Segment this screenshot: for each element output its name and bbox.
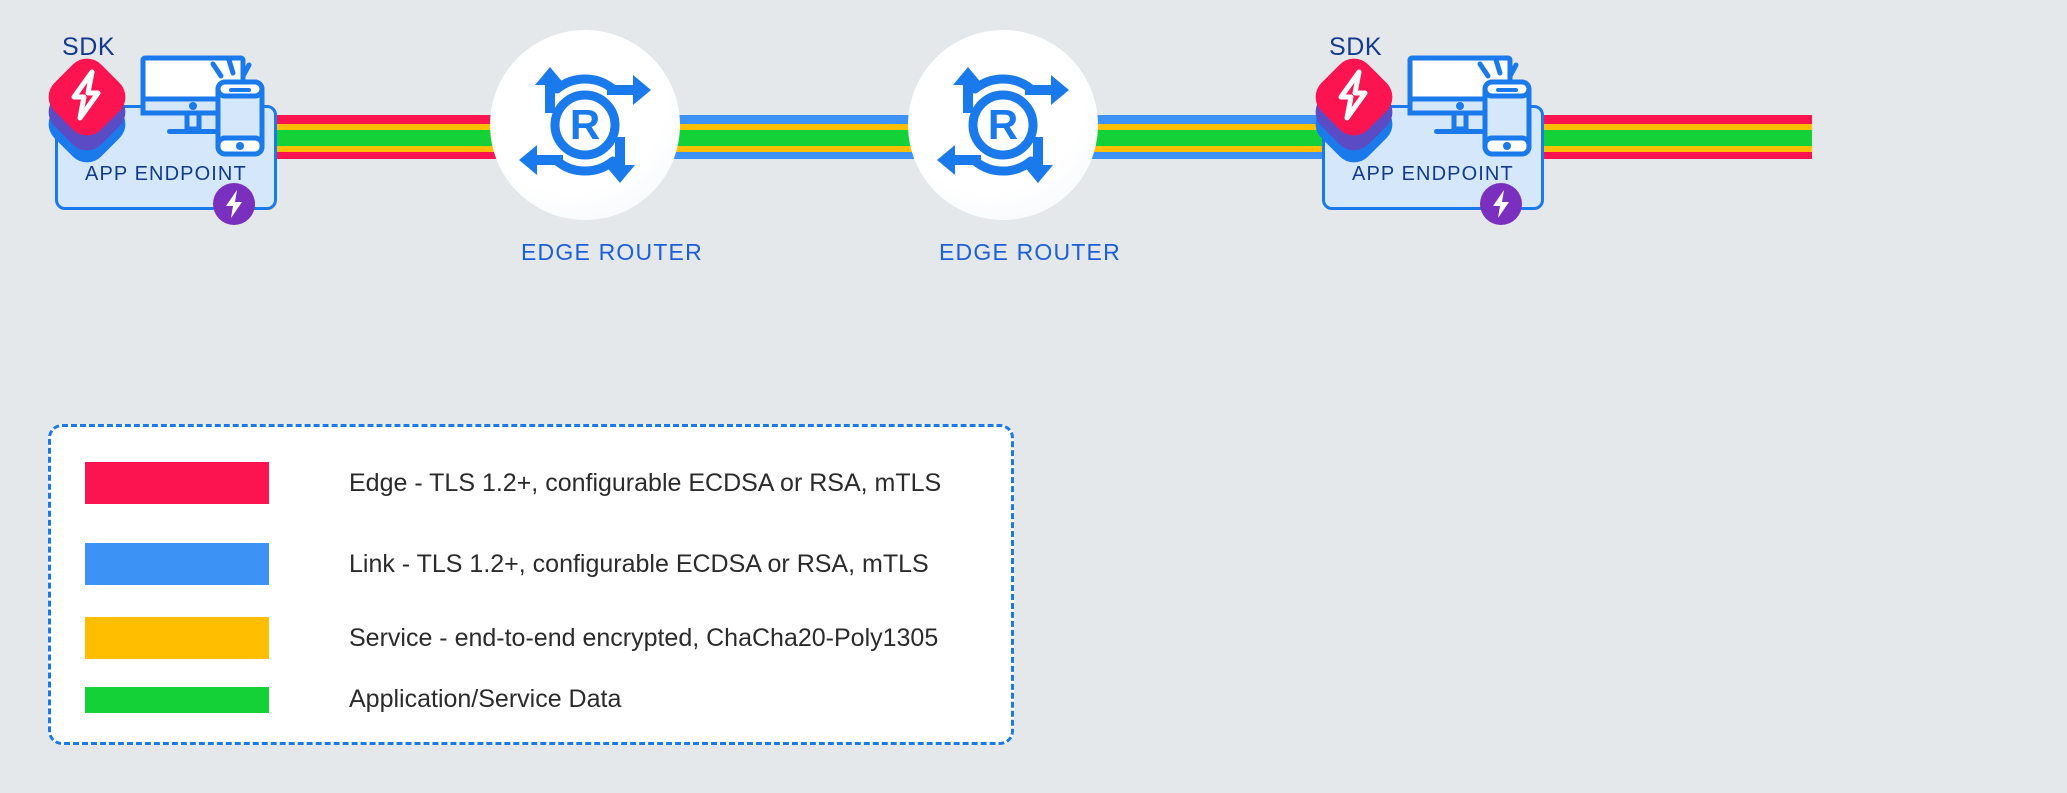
- legend-label-data: Application/Service Data: [349, 685, 622, 713]
- sdk-label-left: SDK: [62, 33, 116, 61]
- sdk-label-right: SDK: [1329, 33, 1383, 61]
- router-label-right: EDGE ROUTER: [939, 239, 1121, 265]
- legend-label-link: Link - TLS 1.2+, configurable ECDSA or R…: [349, 549, 929, 578]
- svg-text:R: R: [988, 101, 1018, 148]
- legend-label-service: Service - end-to-end encrypted, ChaCha20…: [349, 623, 939, 652]
- ziti-badge-icon-left: [213, 183, 255, 225]
- sdk-stack-icon: [48, 58, 126, 163]
- legend-item-link: Link - TLS 1.2+, configurable ECDSA or R…: [85, 543, 929, 585]
- legend-swatch-edge: [85, 462, 269, 504]
- sdk-stack-icon: [1315, 58, 1393, 163]
- legend-swatch-data: [85, 686, 269, 713]
- legend-swatch-service: [85, 617, 269, 659]
- router-circular-arrows-icon-right: R: [937, 67, 1069, 183]
- router-label-left: EDGE ROUTER: [521, 239, 703, 265]
- legend-label-edge: Edge - TLS 1.2+, configurable ECDSA or R…: [349, 468, 942, 497]
- svg-text:R: R: [570, 101, 600, 148]
- band-edge-red-left-bottom: [258, 148, 610, 159]
- router-circle-left[interactable]: [490, 30, 680, 220]
- router-circle-right[interactable]: [908, 30, 1098, 220]
- band-edge-red-left-top: [258, 115, 610, 126]
- app-endpoint-label-left: APP ENDPOINT: [85, 163, 247, 185]
- band-edge-red-right-bottom: [1460, 148, 1812, 159]
- legend-item-data: Application/Service Data: [85, 685, 621, 714]
- legend-swatch-link: [85, 543, 269, 585]
- mobile-phone-icon: [1477, 57, 1532, 157]
- app-endpoint-label-right: APP ENDPOINT: [1352, 163, 1514, 185]
- ziti-badge-icon-right: [1480, 183, 1522, 225]
- legend-item-service: Service - end-to-end encrypted, ChaCha20…: [85, 617, 938, 659]
- legend-item-edge: Edge - TLS 1.2+, configurable ECDSA or R…: [85, 462, 941, 504]
- router-circular-arrows-icon-left: R: [519, 67, 651, 183]
- mobile-phone-icon: [210, 57, 265, 157]
- band-edge-red-right-top: [1460, 115, 1812, 126]
